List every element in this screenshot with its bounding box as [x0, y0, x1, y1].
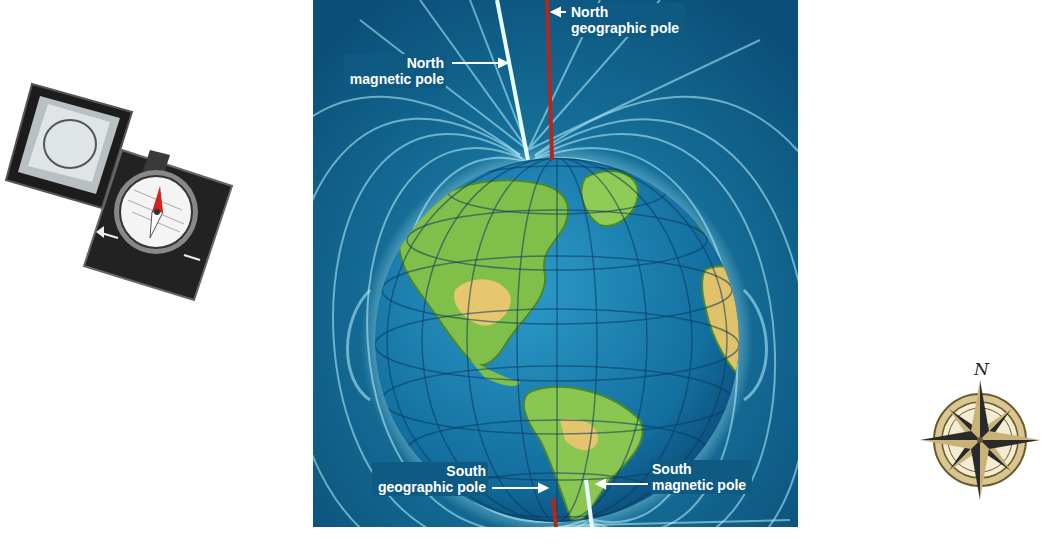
- compass-rose: [918, 378, 1042, 502]
- compass-letter: N: [974, 360, 989, 378]
- pole-label: South magnetic pole: [650, 460, 752, 494]
- earth-panel: [221, 0, 869, 556]
- pole-label: North magnetic pole: [344, 54, 446, 88]
- pole-label: South geographic pole: [372, 462, 488, 496]
- hand-compass: [6, 84, 232, 300]
- pole-label: North geographic pole: [569, 3, 685, 37]
